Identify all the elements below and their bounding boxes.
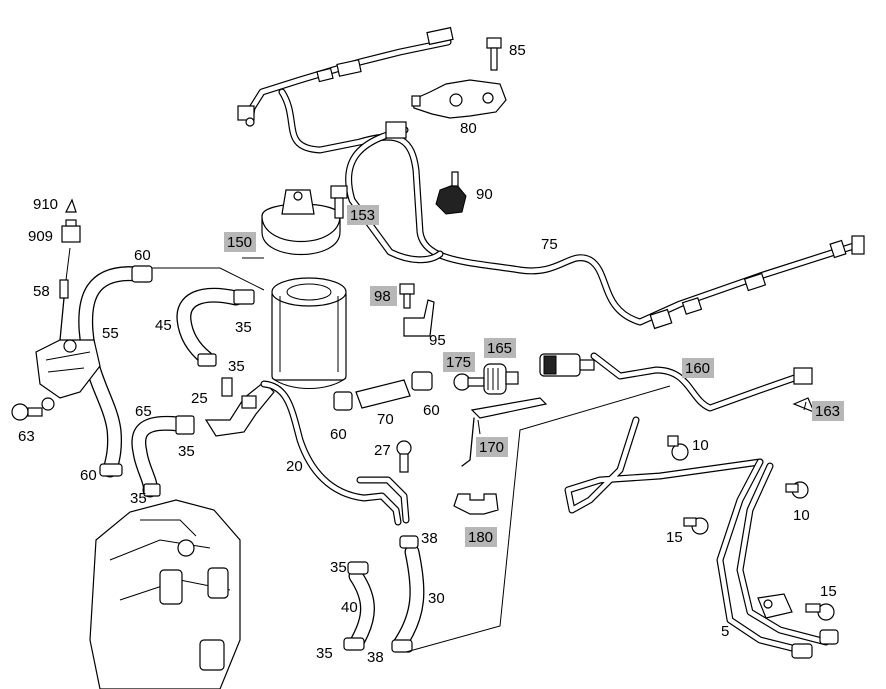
svg-text:165: 165 (487, 340, 512, 357)
label-60c: 60 (330, 426, 347, 443)
hose-55 (78, 265, 153, 478)
connector-25-assembly (204, 377, 275, 437)
valve-160 (539, 352, 813, 412)
bolt-98 (399, 283, 415, 309)
bracket-95 (403, 299, 435, 337)
box-label-165: 165 (484, 338, 516, 358)
box-label-150: 150 (224, 232, 256, 252)
label-909: 909 (28, 228, 53, 245)
top-fuel-line-assembly (237, 26, 454, 127)
label-10a: 10 (692, 437, 709, 454)
svg-text:175: 175 (446, 354, 471, 371)
screw-175 (453, 373, 485, 391)
bolt-15b (805, 603, 835, 621)
label-25: 25 (191, 390, 208, 407)
bracket-80 (411, 79, 507, 119)
hose-65 (131, 415, 195, 498)
bolt-85 (486, 37, 502, 71)
filter-bracket-150 (261, 189, 341, 256)
line-20 (260, 380, 410, 526)
leader-lines (65, 247, 807, 653)
label-910: 910 (33, 196, 58, 213)
bracket-170 (461, 397, 548, 467)
hose-45 (176, 287, 255, 367)
label-80: 80 (460, 120, 477, 137)
high-pressure-pump (89, 499, 241, 689)
label-35f: 35 (316, 645, 333, 662)
bolt-15a (683, 517, 709, 535)
clip-180 (453, 493, 499, 515)
box-label-180: 180 (465, 527, 497, 547)
box-label-160: 160 (682, 358, 714, 378)
boxed-part-labels: 98 150 153 160 163 165 170 175 (224, 205, 844, 547)
damper-165 (483, 363, 519, 395)
label-90: 90 (476, 186, 493, 203)
label-10b: 10 (793, 507, 810, 524)
label-15a: 15 (666, 529, 683, 546)
label-15b: 15 (820, 583, 837, 600)
label-58: 58 (33, 283, 50, 300)
label-38a: 38 (421, 530, 438, 547)
hose-40 (343, 561, 375, 651)
box-label-153: 153 (347, 205, 379, 225)
label-60a: 60 (134, 247, 151, 264)
hose-30 (391, 535, 425, 653)
svg-text:163: 163 (815, 403, 840, 420)
pump-block-left (35, 339, 101, 399)
pipe-assembly-5 (564, 416, 839, 659)
label-35c: 35 (178, 443, 195, 460)
label-75: 75 (541, 236, 558, 253)
box-label-98: 98 (370, 286, 397, 306)
label-70: 70 (377, 411, 394, 428)
fuel-filter-element (271, 277, 347, 389)
label-63: 63 (18, 428, 35, 445)
bolt-10b (785, 481, 809, 499)
svg-text:170: 170 (479, 439, 504, 456)
label-35b: 35 (228, 358, 245, 375)
label-60d: 60 (423, 402, 440, 419)
connector-909 (61, 219, 81, 243)
label-85: 85 (509, 42, 526, 59)
bolt-10a (667, 435, 689, 461)
svg-text:180: 180 (468, 529, 493, 546)
label-35e: 35 (330, 559, 347, 576)
connector-70 (333, 371, 433, 411)
bolt-153 (330, 185, 348, 219)
bolt-27 (396, 440, 412, 473)
label-5: 5 (721, 623, 729, 640)
plug-910 (65, 198, 77, 213)
label-55: 55 (102, 325, 119, 342)
label-30: 30 (428, 590, 445, 607)
label-40: 40 (341, 599, 358, 616)
label-60b: 60 (80, 467, 97, 484)
return-line-75 (278, 88, 865, 330)
part-number-labels: 5 10 10 15 15 20 25 27 30 35 35 35 35 35… (18, 42, 837, 666)
label-20: 20 (286, 458, 303, 475)
box-label-175: 175 (443, 352, 475, 372)
box-label-163: 163 (812, 401, 844, 421)
bolt-63 (11, 397, 55, 421)
box-label-170: 170 (476, 437, 508, 457)
label-35d: 35 (130, 490, 147, 507)
label-27: 27 (374, 442, 391, 459)
valve-90 (435, 171, 467, 215)
label-38b: 38 (367, 649, 384, 666)
svg-text:98: 98 (374, 288, 391, 305)
sensor-58 (59, 279, 69, 341)
label-65: 65 (135, 403, 152, 420)
label-35a: 35 (235, 319, 252, 336)
svg-text:150: 150 (227, 234, 252, 251)
svg-text:153: 153 (350, 207, 375, 224)
label-45: 45 (155, 317, 172, 334)
label-95: 95 (429, 332, 446, 349)
svg-text:160: 160 (685, 360, 710, 377)
